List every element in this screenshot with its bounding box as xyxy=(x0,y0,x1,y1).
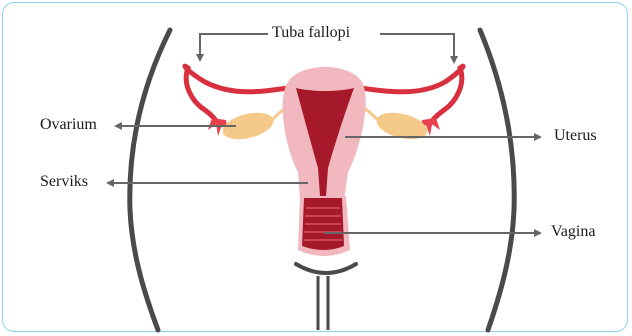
pelvic-floor-curve xyxy=(296,264,356,273)
label-serviks: Serviks xyxy=(40,174,88,190)
arrow-tuba-left xyxy=(200,34,268,60)
body-outline-left xyxy=(130,30,170,330)
fallopian-tube-left xyxy=(185,66,288,124)
fallopian-tube-right xyxy=(360,66,463,124)
body-outline-right xyxy=(480,30,514,330)
label-vagina: Vagina xyxy=(551,224,595,240)
ovary-right xyxy=(374,108,430,144)
label-uterus: Uterus xyxy=(554,128,597,144)
label-ovarium: Ovarium xyxy=(40,117,97,133)
arrow-tuba-right xyxy=(380,34,454,62)
label-tuba-fallopi: Tuba fallopi xyxy=(272,25,350,41)
